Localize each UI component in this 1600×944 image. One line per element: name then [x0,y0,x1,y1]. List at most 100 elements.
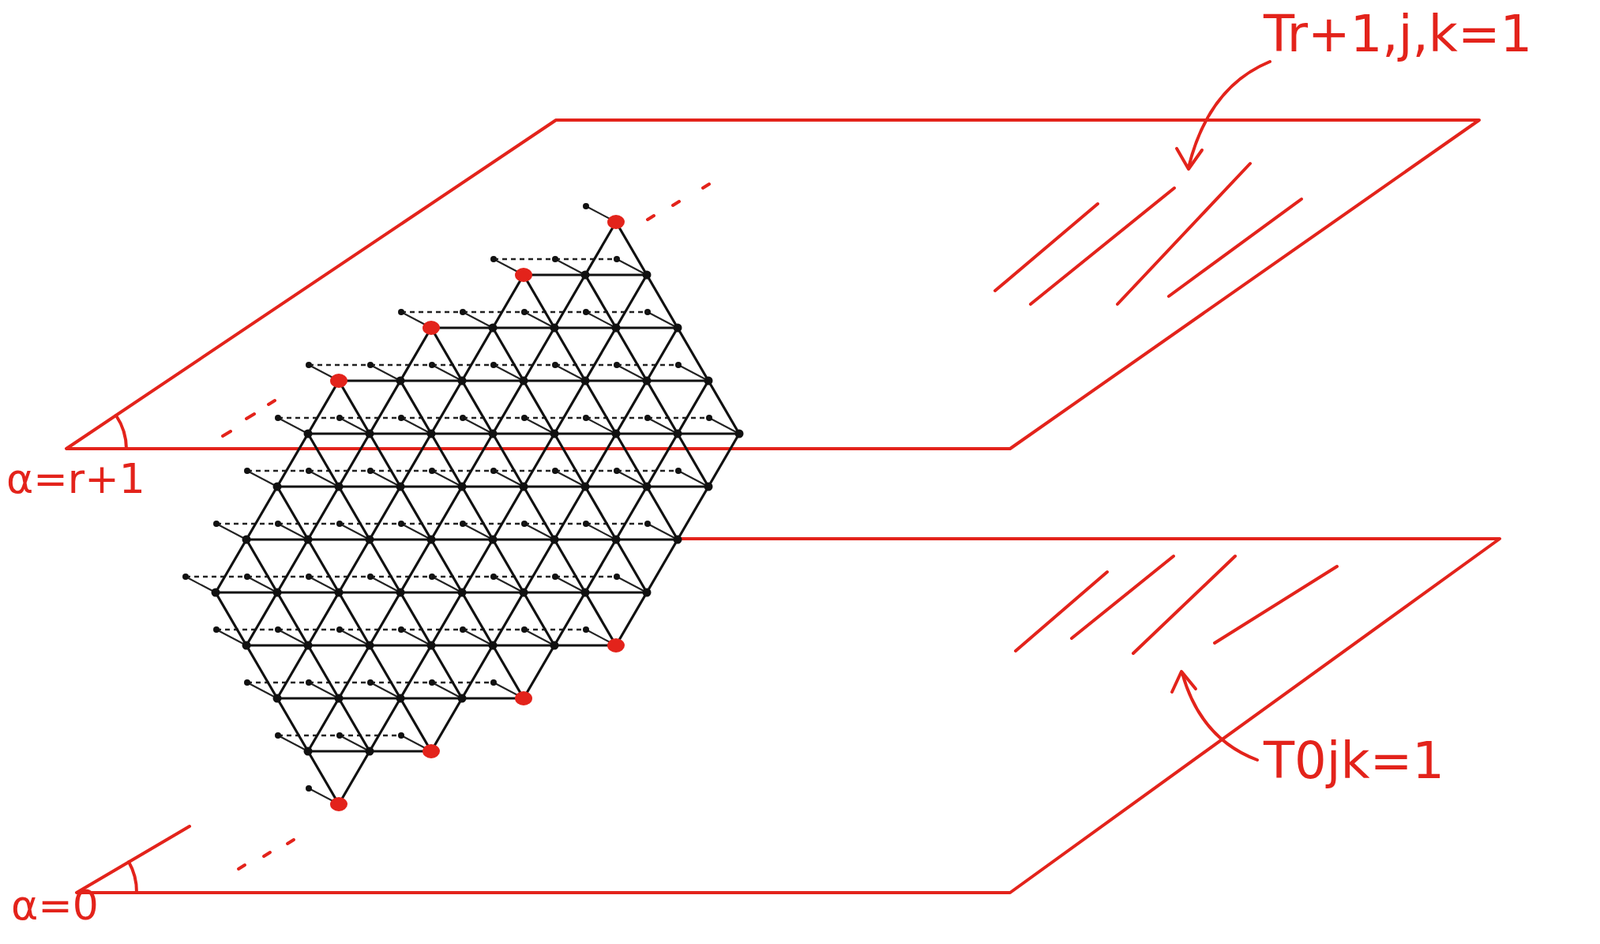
lattice-vertex [334,694,344,703]
back-vertex [459,626,466,633]
lattice-edge [492,645,524,699]
back-vertex [552,467,559,474]
back-vertex [398,732,405,739]
lattice-edge [585,379,647,382]
lattice-edge [246,592,278,646]
back-vertex [398,308,405,316]
lattice-edge [554,643,616,647]
lattice-vertex [458,482,467,492]
lattice-edge [554,592,586,646]
back-edge [339,522,402,526]
boundary-vertex [607,638,625,653]
lattice-edge [523,380,555,434]
back-edge [277,416,340,420]
back-vertex [428,679,436,686]
back-edge [216,522,278,526]
lattice-edge [492,537,555,541]
hatch [1214,566,1338,643]
lattice-edge [461,379,524,382]
lattice-edge [615,326,678,329]
lattice-edge [523,327,555,381]
lattice-vertex [704,376,714,386]
lattice-vertex [273,694,282,703]
lattice-edge [338,484,401,488]
lattice-edge [400,539,432,593]
lattice-edge [523,484,586,488]
back-vertex [582,308,590,316]
back-vertex [459,520,466,527]
lattice-edge [554,326,616,329]
back-edge [247,681,309,684]
lattice-vertex [642,376,652,386]
lattice-edge [400,327,432,381]
lattice-edge [400,696,462,699]
lattice-edge [585,221,616,275]
lattice-edge [431,380,462,434]
lattice-edge [615,537,678,541]
lattice-edge [369,592,401,646]
lattice-edge [431,537,493,541]
lattice-edge [523,592,555,646]
back-edge [493,469,556,473]
lattice-edge [615,327,647,381]
lattice-edge [307,698,339,752]
depth-edge [185,576,216,593]
back-edge [370,364,432,367]
lattice-edge [338,696,401,699]
lattice-edge [277,696,339,699]
lattice-edge [277,484,339,488]
lattice-edge [307,431,370,435]
lattice-edge [369,643,432,647]
lattice-edge [307,380,339,434]
lattice-vertex [488,535,498,545]
lattice-edge [431,327,462,381]
lattice-edge [431,645,462,699]
lattice-edge [615,380,647,434]
lattice-edge [307,751,339,804]
lattice-edge [646,274,678,328]
lattice-vertex [488,429,498,439]
lattice-edge [492,380,524,434]
lattice-edge [369,433,401,487]
back-edge [339,734,402,737]
lattice-edge [307,433,339,487]
lattice-edge [492,592,524,646]
lattice-edge [615,592,647,646]
lattice-edge [585,486,616,540]
back-edge [462,628,525,631]
lattice-edge [523,486,555,540]
back-edge [431,575,494,579]
back-edge [370,681,432,684]
lattice-vertex [581,482,590,492]
back-vertex [613,361,620,369]
lattice-edge [307,486,339,540]
back-vertex [244,679,251,686]
lattice-edge [369,698,401,752]
lattice-edge [523,379,586,382]
back-vertex [213,626,220,633]
lattice-vertex [365,747,375,756]
back-edge [431,681,494,684]
angle-label: α=0 [11,882,99,928]
lattice-vertex [304,535,313,545]
back-edge [493,258,556,261]
lattice-edge [677,486,709,540]
lattice-edge [615,433,647,487]
lattice-edge [585,274,616,328]
back-vertex [644,520,651,527]
lattice-vertex [612,535,621,545]
back-edge [524,522,586,526]
lattice-vertex [365,429,375,439]
lattice-vertex [612,323,621,333]
lattice-edge [585,539,616,593]
tetrahedral-lattice [182,202,744,812]
lattice-vertex [519,588,529,598]
lattice-vertex [304,429,313,439]
lattice-edge [400,592,432,646]
hatch [1117,163,1251,305]
lattice-edge [338,698,370,752]
back-vertex [552,255,559,263]
lattice-vertex [550,641,560,650]
lattice-edge [646,486,678,540]
